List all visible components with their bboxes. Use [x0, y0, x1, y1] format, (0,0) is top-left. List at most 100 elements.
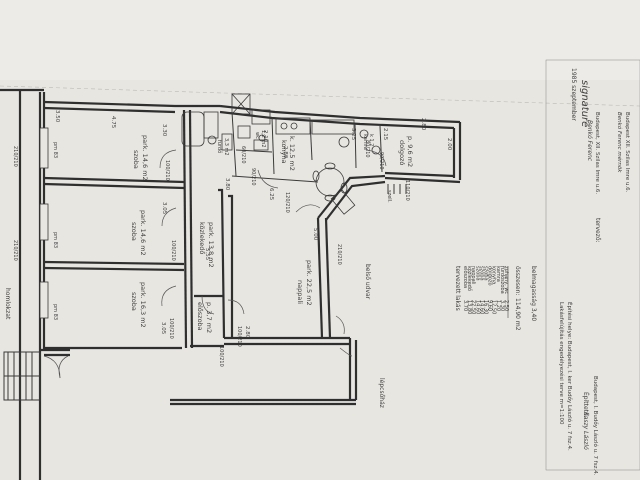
door-a: 210/210	[12, 146, 18, 167]
door-k: 210/210	[336, 244, 342, 265]
table-row-name: előszoba	[462, 266, 468, 288]
window-labels: pm 83 pm 83 pm 83	[52, 142, 58, 320]
tervezo-addr1: Budapest, XII. Szilas Imre u.6.	[594, 112, 600, 194]
courtyard-edge	[387, 184, 407, 194]
door-g: 90/210	[250, 168, 256, 186]
dim-350: 3.50	[54, 110, 60, 123]
szell-label: szell.	[386, 190, 392, 203]
header-signature: signature	[579, 80, 590, 127]
tervezo-sign: Benkó Ferenc mérnök	[616, 112, 623, 173]
table-row-value: 22.50	[470, 300, 476, 314]
title-block: 1985 szeptember signature Lakásfelújítás…	[545, 59, 640, 476]
table-row-name: zuhany, wc	[503, 266, 509, 294]
table-row-value: 9.60	[487, 300, 493, 311]
fold-line	[0, 85, 640, 107]
tervezo-addr2: Budapest XII. Szilas Imre u.6.	[624, 112, 630, 193]
dim-305a: 3.05	[161, 202, 167, 215]
table-total-label: összesen:	[514, 266, 521, 295]
epitteto-name: Kaszy László	[582, 412, 589, 450]
title-block-frame	[545, 59, 640, 471]
dim-500: 5.00	[312, 228, 318, 241]
door-e: 100/210	[168, 318, 174, 339]
door-n: 80/210	[364, 140, 370, 158]
apartment-walls	[43, 100, 462, 406]
dim-380: 3.80	[224, 178, 230, 191]
footer-line2: Építési helye: Budapest, I. ker Budőy Lá…	[566, 302, 574, 451]
door-labels: 210/210 210/210 100/210 100/210 100/210 …	[12, 140, 410, 367]
staircase	[3, 351, 70, 401]
homlokzat-label: homlokzat	[4, 288, 11, 320]
paper-shadow	[0, 0, 640, 80]
room-dolgozo-floor: p. 9,6 m2	[406, 136, 414, 167]
dim-305b: 3.05	[160, 322, 166, 335]
room-szoba-1-floor: park. 14,6 m2	[141, 135, 149, 181]
dim-325: 3.25	[350, 128, 356, 141]
dim-280c: 2.80	[420, 118, 426, 131]
dim-280a: 2.80	[244, 326, 250, 339]
room-kozlekedo-name: közlekedő	[198, 222, 207, 254]
room-nappali-floor: park. 22,5 m2	[305, 260, 313, 306]
door-h: 110/210	[404, 180, 410, 201]
belso-udvar-label: belső udvar	[364, 264, 371, 300]
table-rows: előszoba 3.70 közlekedő 13.80 nappali 22.50 sz…	[462, 266, 509, 314]
table-row-name: nappali	[470, 266, 476, 284]
door-c: 100/210	[164, 160, 170, 181]
room-furdo-floor: 3,3 m2	[223, 138, 229, 156]
room-szoba-3-name: szoba	[130, 292, 138, 311]
table-row-value: 2.50	[503, 300, 509, 311]
table-row-name: szoba	[474, 266, 480, 281]
room-szoba-2-floor: park. 14,6 m2	[139, 210, 147, 256]
window-b: pm 83	[52, 232, 58, 248]
table-row-value: 3.30	[499, 300, 505, 311]
dim-555: 5.55	[204, 248, 210, 261]
dim-280b: 2.80	[282, 146, 288, 159]
table-title: tervezett lakás	[454, 266, 461, 311]
room-nappali-name: nappali	[296, 280, 304, 304]
room-labels: szoba park. 14,6 m2 szoba park. 14,6 m2 …	[130, 130, 414, 333]
kitchen-fixtures	[275, 117, 381, 215]
bathroom-fixtures	[181, 93, 271, 151]
room-wc-floor: 1,2 m2	[260, 130, 266, 148]
tervezo-name: Benkó Ferenc	[586, 120, 593, 162]
dim-210: 2.10	[262, 130, 268, 143]
door-b: 210/210	[12, 240, 18, 261]
door-i: 90/210	[378, 152, 384, 170]
epitteto-addr: Budapest, I. Budőy László u. 7 fsz.4.	[592, 376, 599, 476]
door-d: 100/210	[170, 240, 176, 261]
room-konyha-floor: k. 12,5 m2	[288, 136, 296, 171]
door-j: 120/210	[284, 192, 290, 213]
table-row-value: 14.60	[474, 300, 480, 314]
dim-215: 2.15	[382, 128, 388, 141]
table-row-value: 3.70	[462, 300, 468, 311]
table-row-name: szoba	[483, 266, 489, 281]
room-eloszoba-name: előszoba	[196, 302, 205, 331]
room-kozlekedo-floor: park. 13,8 m2	[207, 222, 215, 268]
table-row-name: fürdőszoba	[499, 266, 505, 294]
dim-475: 4.75	[110, 116, 116, 129]
epitteto-label: Építtető:	[582, 392, 590, 418]
table-height-note: belmagasság 3,40	[530, 266, 537, 321]
room-konyha-name: konyha	[280, 140, 288, 164]
table-row-name: dolgozó	[487, 266, 494, 286]
table-row-name: közlekedő	[466, 266, 472, 291]
room-szoba-1-name: szoba	[132, 150, 140, 169]
room-szoba-3-floor: park. 16,3 m2	[139, 282, 147, 328]
door-m: 60/210	[240, 146, 246, 164]
table-row-value: 14.60	[478, 300, 484, 314]
footer-line1: Lakásfelújítás engedélyezési terve m=1:1…	[558, 302, 565, 425]
door-f: 100/210	[236, 326, 242, 347]
room-kamra-floor: k 1,2	[368, 134, 374, 146]
room-furdo-name: fürdő	[216, 140, 222, 153]
table-row-value: 12.50	[491, 300, 497, 314]
dimension-labels: 4.75 3.50 3.30 3.05 3.05 5.55 3.80 6.25 …	[54, 110, 452, 339]
room-szoba-2-name: szoba	[130, 222, 138, 241]
window-c: pm 83	[52, 304, 58, 320]
window-a: pm 83	[52, 142, 58, 158]
table-row-value: 13.80	[466, 300, 472, 314]
dim-200: 2.00	[446, 138, 452, 151]
door-l: 100/210	[218, 346, 224, 367]
window-marks	[39, 127, 49, 319]
table-row-name: kamra	[495, 266, 501, 282]
table-row-value: 1.20	[495, 300, 501, 311]
